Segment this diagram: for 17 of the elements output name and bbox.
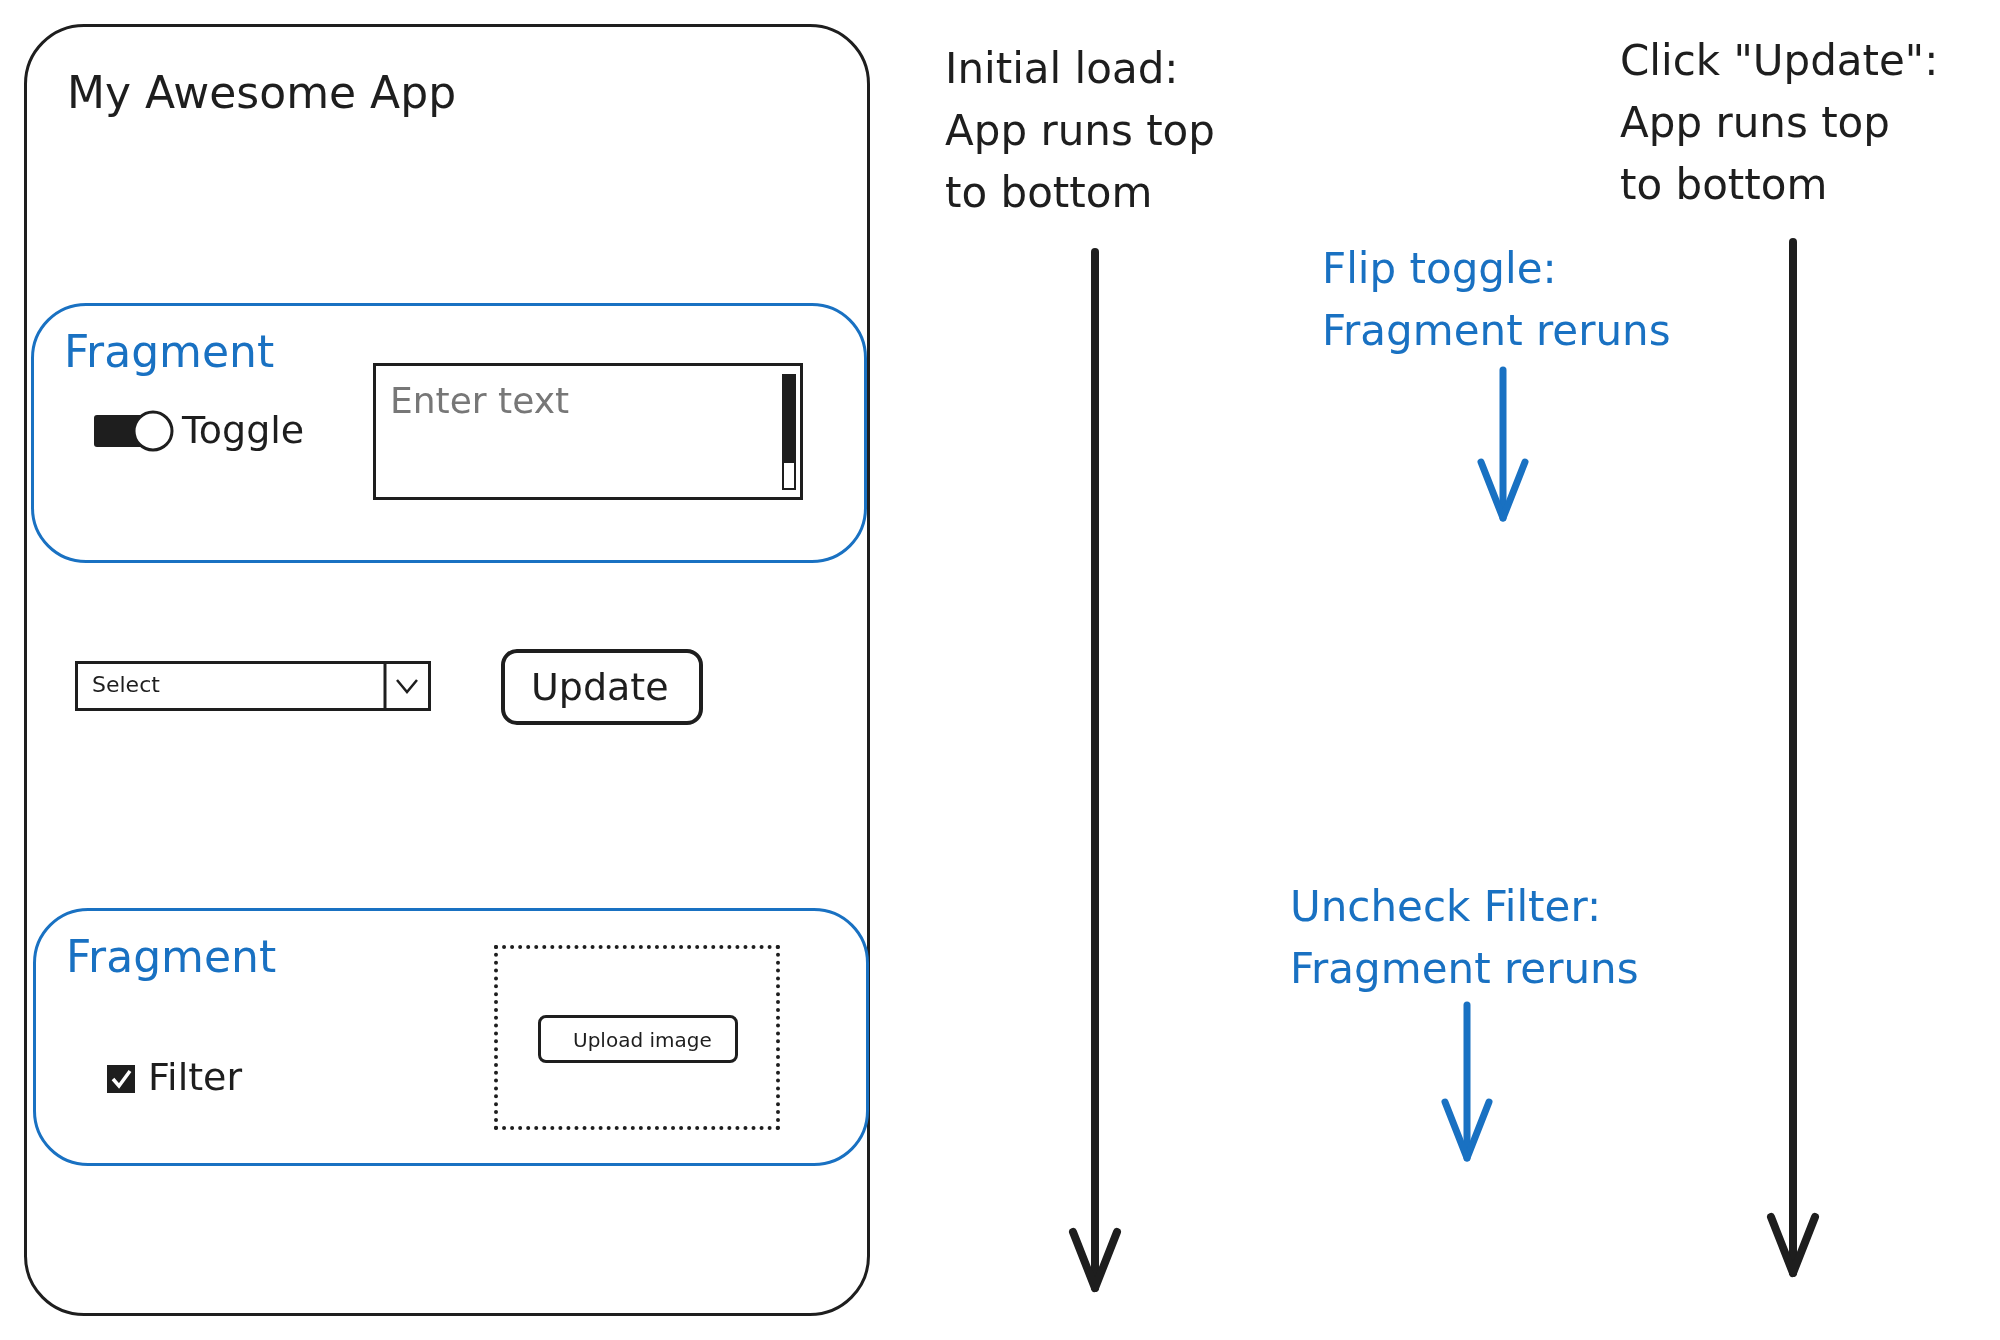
checkbox-label: Filter [148,1055,243,1099]
upload-dropzone [494,945,780,1130]
annotation-text: Click "Update": App runs top to bottom [1620,35,1940,211]
fragment-heading: Fragment [64,326,275,377]
upload-button: Upload image [538,1015,738,1063]
fragment-panel [31,303,867,563]
update-button: Update [501,649,703,725]
annotation-text: Flip toggle: Fragment reruns [1322,243,1672,357]
fragment-heading: Fragment [66,931,277,982]
toggle-label: Toggle [182,408,305,452]
annotation-text: Initial load: App runs top to bottom [945,43,1216,219]
app-frame [24,24,870,1316]
app-title: My Awesome App [67,67,457,118]
annotation-text: Uncheck Filter: Fragment reruns [1290,881,1640,995]
fragment-panel [33,908,869,1166]
select-dropdown: Select [75,661,431,711]
text-input-field: Enter text [373,363,803,500]
